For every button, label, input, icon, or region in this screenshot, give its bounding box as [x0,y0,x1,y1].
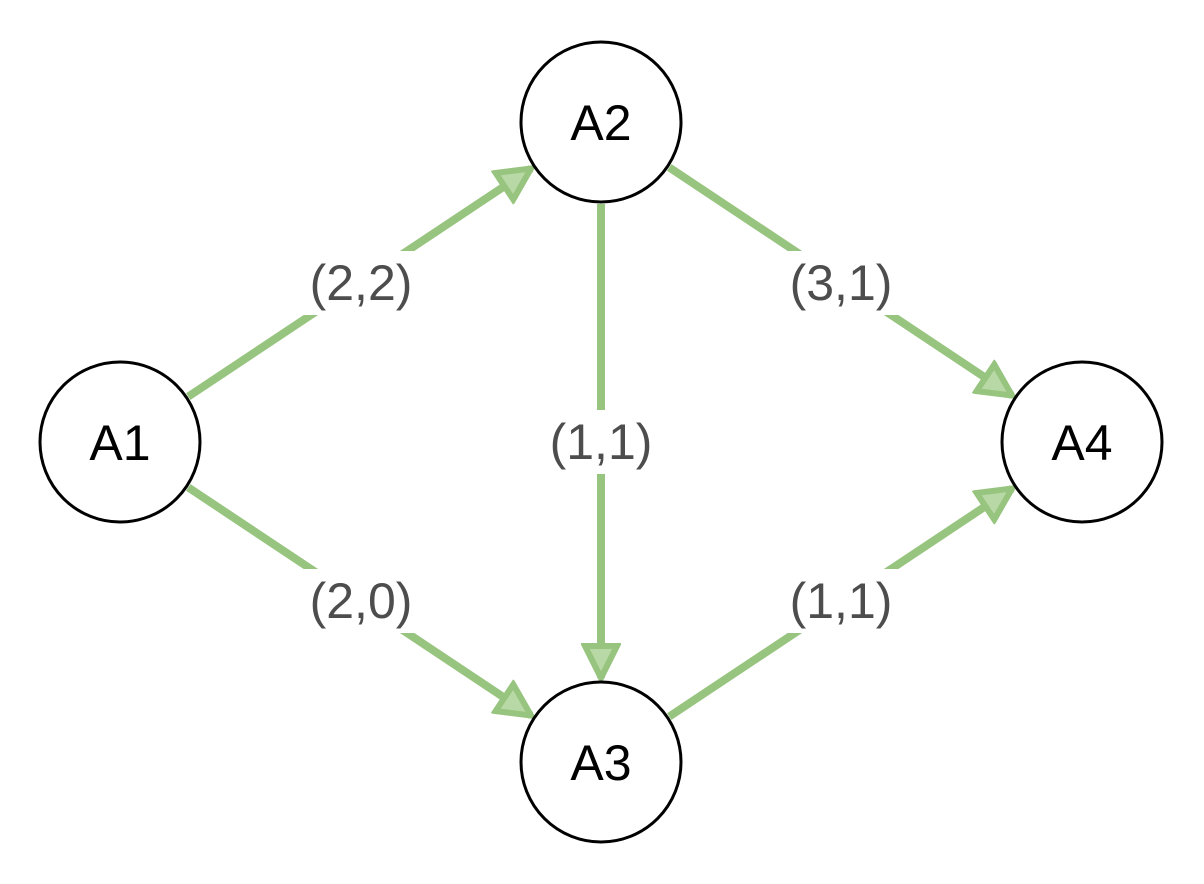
node-a2: A2 [519,40,683,204]
node-circle [38,360,202,524]
node-a1: A1 [38,360,202,524]
edge-label-background [534,410,668,474]
node-circle [519,40,683,204]
edge-label-a1-a2: (2,2) [310,255,413,311]
node-label: A1 [89,415,150,471]
node-label: A2 [570,95,631,151]
edge-label-background [774,251,908,315]
node-label: A4 [1051,415,1112,471]
node-label: A3 [570,735,631,791]
node-circle [1000,360,1164,524]
edge-label-background [774,569,908,633]
node-a3: A3 [519,680,683,844]
edge-label-a2-a3: (1,1) [550,414,653,470]
edge-label-a2-a4: (3,1) [790,255,893,311]
edge-label-background [294,251,428,315]
edge-label-background [294,569,428,633]
node-a4: A4 [1000,360,1164,524]
node-circle [519,680,683,844]
edge-labels-layer: (2,2) (2,0) (1,1) (3,1) (1,1) [294,251,908,633]
edge-label-a1-a3: (2,0) [310,573,413,629]
edge-label-a3-a4: (1,1) [790,573,893,629]
